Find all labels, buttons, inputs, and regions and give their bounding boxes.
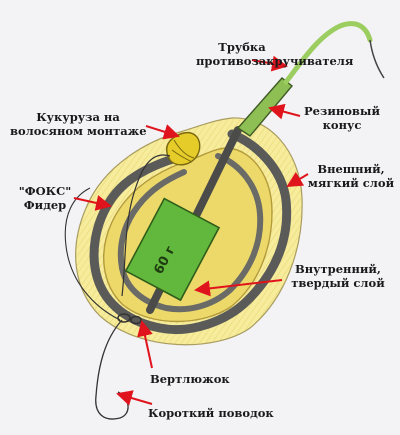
- main-line: [369, 39, 385, 79]
- anti-tangle-tube: [283, 21, 373, 85]
- arrow-fox-feeder: [73, 195, 112, 211]
- label-rubber-cone-line2: конус: [322, 118, 362, 132]
- hair-rig-line: [121, 154, 171, 297]
- label-corn: Кукуруза на волосяном монтаже: [10, 110, 147, 138]
- label-inner-layer: Внутренний, твердый слой: [286, 262, 390, 290]
- label-short-leader: Короткий поводок: [148, 406, 274, 420]
- label-outer-layer-line1: Внешний,: [317, 162, 385, 176]
- arrow-tube: [251, 55, 288, 72]
- label-tube: Трубка противозакручивателя: [196, 40, 354, 68]
- swivel: [117, 313, 142, 325]
- corn-bait: [165, 131, 201, 166]
- label-corn-line2: волосяном монтаже: [10, 124, 147, 138]
- feeder-weight: [124, 197, 221, 302]
- arrow-rubber-cone: [268, 103, 301, 120]
- rubber-cone: [236, 77, 293, 137]
- label-tube-line1: Трубка: [218, 40, 266, 54]
- label-rubber-cone: Резиновый конус: [292, 104, 392, 132]
- label-corn-line1: Кукуруза на: [36, 110, 120, 124]
- label-swivel: Вертлюжок: [150, 372, 230, 386]
- arrow-corn: [145, 124, 180, 140]
- label-outer-layer-line2: мягкий слой: [307, 176, 395, 190]
- label-fox-feeder-line2: Фидер: [23, 198, 67, 212]
- label-outer-layer: Внешний, мягкий слой: [306, 162, 396, 190]
- label-tube-line2: противозакручивателя: [196, 54, 354, 68]
- label-inner-layer-line1: Внутренний,: [295, 262, 381, 276]
- arrow-inner-layer: [194, 279, 283, 297]
- label-rubber-cone-line1: Резиновый: [304, 104, 380, 118]
- feeder-frame-inner: [117, 153, 264, 313]
- arrow-outer-layer: [286, 171, 309, 188]
- label-fox-feeder-line1: "ФОКС": [18, 184, 72, 198]
- short-leader: [95, 319, 129, 420]
- label-inner-layer-line2: твердый слой: [291, 276, 385, 290]
- arrow-swivel: [137, 320, 153, 369]
- label-fox-feeder: "ФОКС" Фидер: [14, 184, 76, 212]
- arrow-short-leader: [116, 390, 153, 406]
